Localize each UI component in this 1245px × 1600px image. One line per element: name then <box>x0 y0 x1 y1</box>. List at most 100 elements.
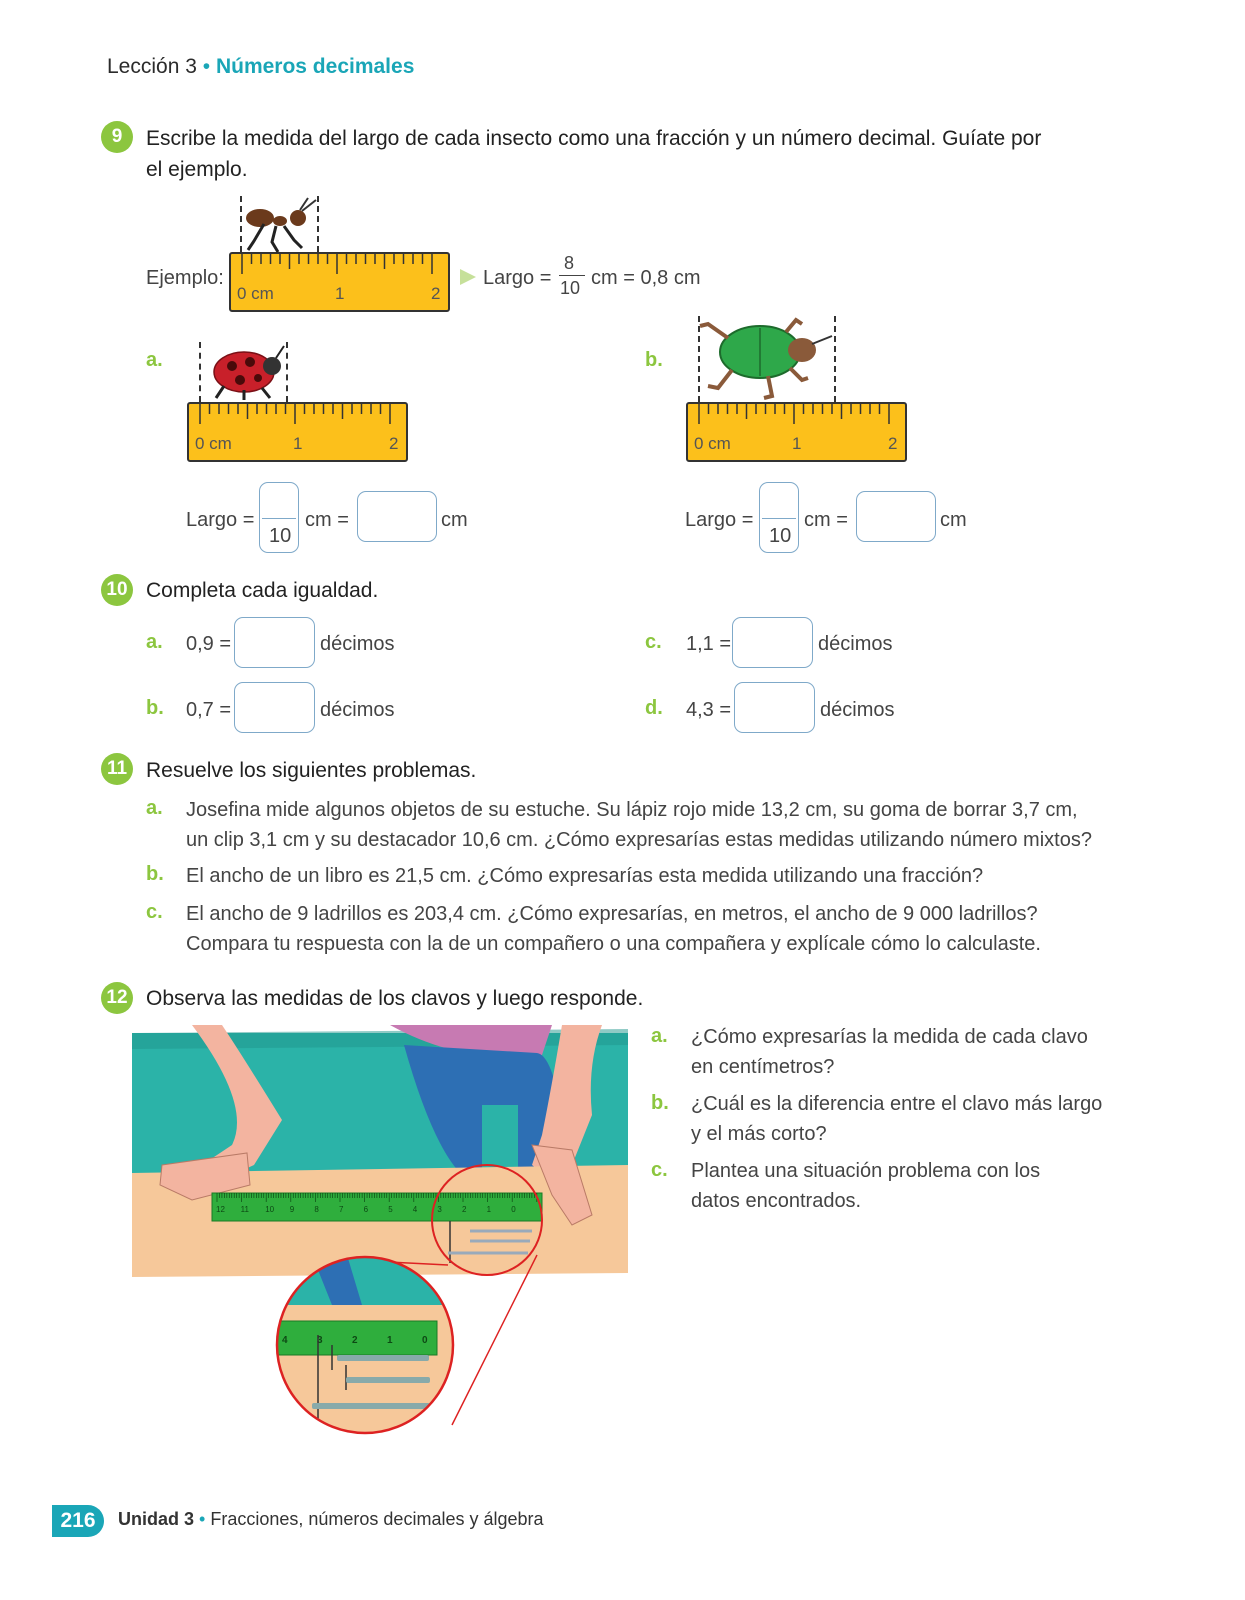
ruler-label-2: 2 <box>888 434 898 453</box>
equality-expr: 4,3 = <box>686 699 732 721</box>
measure-line-end <box>286 342 288 402</box>
ruler-label-0: 0 cm <box>237 284 274 303</box>
question-c-line1: Plantea una situación problema con los <box>691 1160 1041 1182</box>
ladybug-illustration <box>213 345 285 400</box>
item-letter: a. <box>146 631 163 653</box>
ruler-label: 2 <box>462 1205 467 1214</box>
item-letter: a. <box>651 1025 668 1047</box>
measure-line-start <box>698 316 700 402</box>
problem-a-line1: Josefina mide algunos objetos de su estu… <box>186 799 1078 821</box>
question-number-11: 11 <box>101 753 133 785</box>
unit-label: décimos <box>820 699 895 721</box>
ruler-label: 0 <box>422 1335 428 1346</box>
ruler-label: 1 <box>487 1205 492 1214</box>
example-ruler: 0 cm 1 2 <box>229 252 450 312</box>
equality-expr: 0,7 = <box>186 699 232 721</box>
ruler-ticks <box>241 254 433 274</box>
question-b-line1: ¿Cuál es la diferencia entre el clavo má… <box>691 1093 1103 1115</box>
problem-c-line2: Compara tu respuesta con la de un compañ… <box>186 933 1041 955</box>
decimal-input[interactable] <box>357 491 437 542</box>
fraction-bar <box>762 518 796 519</box>
question-10-text: Completa cada igualdad. <box>146 579 379 602</box>
measure-line-start <box>199 342 201 402</box>
example-denominator: 10 <box>560 278 581 298</box>
equality-expr: 0,9 = <box>186 633 232 655</box>
ruler-label: 6 <box>364 1205 369 1214</box>
arrow-icon <box>460 269 476 285</box>
item-letter: c. <box>645 631 662 653</box>
ant-illustration <box>246 197 317 253</box>
answer-input[interactable] <box>234 682 315 733</box>
ruler-label: 10 <box>265 1205 274 1214</box>
question-number-10: 10 <box>101 574 133 606</box>
ruler-label-1: 1 <box>792 434 802 453</box>
measure-line-start <box>240 196 242 252</box>
item-letter: b. <box>645 349 663 371</box>
item-letter: c. <box>651 1159 668 1181</box>
cm-unit: cm <box>441 509 468 531</box>
unit-label: Unidad 3 <box>118 1509 195 1529</box>
answer-input[interactable] <box>732 617 813 668</box>
question-11-text: Resuelve los siguientes problemas. <box>146 759 477 782</box>
cm-unit: cm <box>940 509 967 531</box>
unit-label: décimos <box>320 699 395 721</box>
ruler-label: 0 <box>511 1205 516 1214</box>
item-letter: b. <box>146 863 164 885</box>
question-number-9: 9 <box>101 121 133 153</box>
ruler-label-2: 2 <box>389 434 399 453</box>
numerator-input[interactable]: 10 <box>759 482 799 553</box>
question-9-text: Escribe la medida del largo de cada inse… <box>146 127 1042 181</box>
ruler-label-0: 0 cm <box>195 434 232 453</box>
problem-c-line1: El ancho de 9 ladrillos es 203,4 cm. ¿Có… <box>186 903 1038 925</box>
ruler-label-1: 1 <box>293 434 303 453</box>
answer-input[interactable] <box>234 617 315 668</box>
ruler-label: 3 <box>317 1335 323 1346</box>
question-a-line2: en centímetros? <box>691 1056 835 1078</box>
unit-label: décimos <box>818 633 893 655</box>
item-letter: b. <box>651 1092 669 1114</box>
question-c-line2: datos encontrados. <box>691 1190 862 1212</box>
lesson-topic: Números decimales <box>215 55 415 78</box>
problem-b-line1: El ancho de un libro es 21,5 cm. ¿Cómo e… <box>186 865 984 887</box>
measure-line-end <box>317 196 319 252</box>
ruler-label: 5 <box>388 1205 393 1214</box>
ruler-label: 12 <box>216 1205 225 1214</box>
denominator: 10 <box>269 525 292 547</box>
question-number-12: 12 <box>101 982 133 1014</box>
decimal-input[interactable] <box>856 491 936 542</box>
ruler-label: 7 <box>339 1205 344 1214</box>
answer-input[interactable] <box>734 682 815 733</box>
ruler-label-1: 1 <box>335 284 345 303</box>
bullet-dot: • <box>202 55 211 78</box>
item-letter: a. <box>146 797 163 819</box>
measure-line-end <box>834 316 836 402</box>
ruler-label: 2 <box>352 1335 358 1346</box>
question-12-text: Observa las medidas de los clavos y lueg… <box>146 987 644 1010</box>
ruler-label: 4 <box>413 1205 418 1214</box>
lesson-header: Lección 3 • Números decimales <box>107 55 414 79</box>
fraction-bar <box>262 518 296 519</box>
ruler-label: 4 <box>282 1335 288 1346</box>
bullet-dot: • <box>199 1509 206 1529</box>
item-letter: b. <box>146 697 164 719</box>
largo-label: Largo = <box>186 509 255 531</box>
ruler-label-2: 2 <box>431 284 441 303</box>
ruler-label-0: 0 cm <box>694 434 731 453</box>
ruler-label: 3 <box>437 1205 442 1214</box>
question-b-line2: y el más corto? <box>691 1123 827 1145</box>
numerator-input[interactable]: 10 <box>259 482 299 553</box>
example-numerator: 8 <box>564 253 575 273</box>
example-label: Ejemplo: <box>146 267 224 289</box>
ruler-b: 0 cm 1 2 <box>686 402 907 462</box>
footer-unit: Unidad 3 • Fracciones, números decimales… <box>118 1509 544 1530</box>
ruler-ticks <box>698 404 890 424</box>
ruler-label: 1 <box>387 1335 393 1346</box>
problem-a-line2: un clip 3,1 cm y su destacador 10,6 cm. … <box>186 829 1092 851</box>
unit-subtitle: Fracciones, números decimales y álgebra <box>210 1509 544 1529</box>
cm-equals: cm = <box>305 509 349 531</box>
ruler-label: 9 <box>290 1205 295 1214</box>
ruler-label: 8 <box>314 1205 319 1214</box>
example-largo: Largo = <box>483 267 552 289</box>
item-letter: a. <box>146 349 163 371</box>
